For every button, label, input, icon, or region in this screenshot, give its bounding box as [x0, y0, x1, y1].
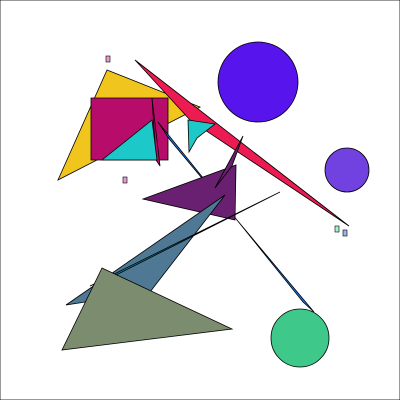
periwinkle-marker [342, 229, 348, 237]
violet-circle [217, 41, 299, 123]
sage-triangle [61, 267, 234, 351]
magenta-sliver [151, 97, 161, 167]
pink-marker-left [122, 176, 128, 184]
cyan-wedge [187, 119, 216, 154]
pink-marker-top [105, 55, 111, 63]
green-circle [270, 308, 330, 368]
purple-sliver [214, 135, 244, 189]
mint-marker [334, 225, 340, 233]
blue-sliver [157, 121, 315, 313]
crimson-triangle [134, 59, 350, 227]
lavender-circle [324, 147, 370, 193]
cyan-triangle [100, 119, 158, 161]
